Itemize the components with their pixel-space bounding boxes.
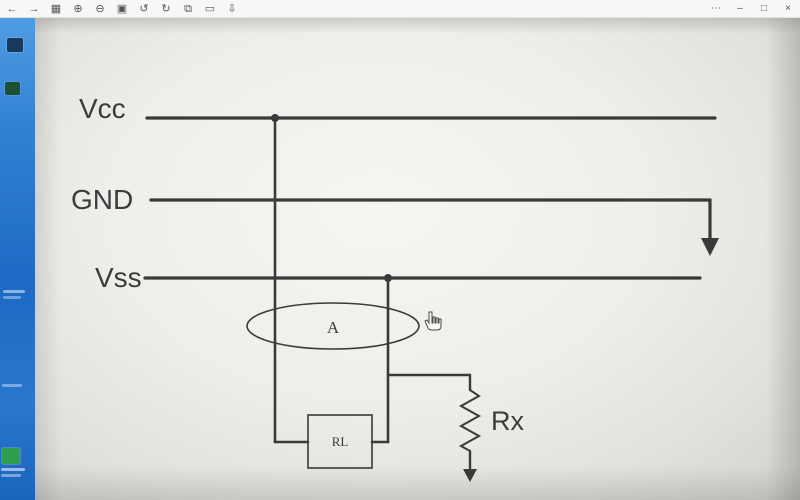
- close-button[interactable]: ×: [785, 2, 791, 14]
- window-controls: ⋯ – □ ×: [710, 0, 794, 18]
- load-box: [307, 414, 373, 469]
- gnd-arrowhead: [701, 238, 719, 256]
- zoom-out-icon[interactable]: ⊖: [95, 2, 105, 15]
- gnd-label: GND: [71, 184, 133, 215]
- circuit-diagram: Vcc GND Vss A RL Rx: [71, 93, 719, 482]
- rx-resistor-zigzag: [458, 389, 482, 452]
- zoom-in-icon[interactable]: ⊕: [73, 2, 83, 15]
- desktop-icon[interactable]: [7, 38, 23, 52]
- crop-icon[interactable]: ▭: [204, 2, 216, 15]
- more-button[interactable]: ⋯: [711, 2, 721, 14]
- desktop-icon[interactable]: [5, 82, 20, 95]
- viewer-toolbar: ← → ▦ ⊕ ⊖ ▣ ↺ ↻ ⧉ ▭ ⇩ ⋯ – □ ×: [0, 0, 800, 18]
- desktop-background: [0, 18, 35, 500]
- maximize-button[interactable]: □: [760, 2, 768, 14]
- photo-of-page: Vcc GND Vss A RL Rx: [35, 18, 800, 500]
- rotate-right-icon[interactable]: ↻: [161, 2, 171, 15]
- resistor-label: Rx: [491, 406, 524, 436]
- fit-image-icon[interactable]: ▣: [116, 2, 128, 15]
- desktop-icon-label: [3, 296, 21, 299]
- vss-label: Vss: [95, 262, 142, 293]
- save-icon[interactable]: ⇩: [227, 2, 237, 15]
- ammeter-ellipse: [246, 302, 420, 350]
- desktop-icon-label: [3, 290, 25, 293]
- desktop-icon-label: [1, 474, 21, 477]
- rx-arrowhead: [463, 469, 477, 482]
- vcc-label: Vcc: [79, 93, 126, 124]
- forward-icon[interactable]: →: [28, 2, 40, 15]
- ammeter-label: A: [327, 318, 340, 337]
- back-icon[interactable]: ←: [6, 2, 18, 15]
- desktop-icon-label: [2, 384, 22, 387]
- hand-cursor: [424, 311, 442, 331]
- minimize-button[interactable]: –: [737, 2, 743, 14]
- thumbnails-icon[interactable]: ▦: [50, 2, 62, 15]
- desktop-icon-label: [1, 468, 25, 471]
- desktop-icon[interactable]: [2, 448, 20, 464]
- load-label: RL: [332, 434, 349, 449]
- rotate-left-icon[interactable]: ↺: [139, 2, 149, 15]
- side-by-side-icon[interactable]: ⧉: [184, 2, 192, 15]
